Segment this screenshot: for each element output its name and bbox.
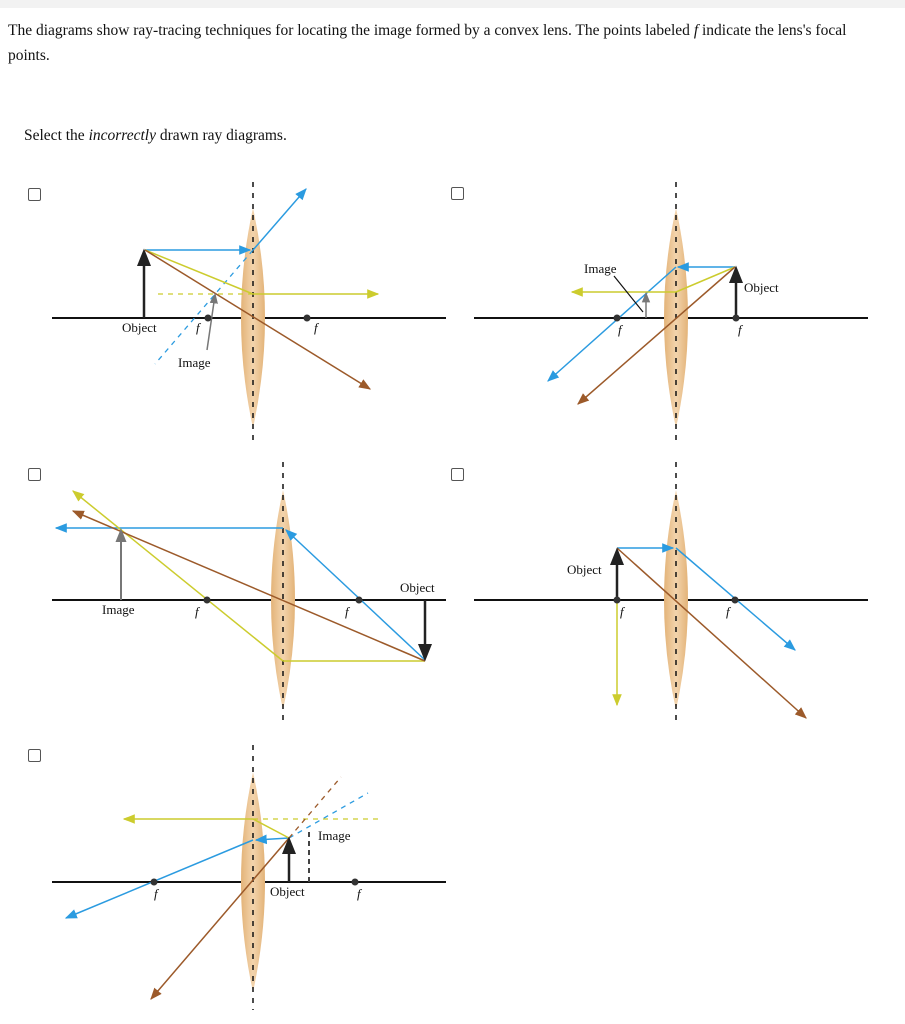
focal-point	[203, 596, 211, 604]
focal-label: f	[314, 320, 320, 335]
yellow-ray	[72, 490, 284, 662]
question-intro: The diagrams show ray-tracing techniques…	[8, 22, 847, 64]
blue-ray	[64, 839, 254, 919]
focal-point	[731, 596, 739, 604]
image-label: Image	[584, 261, 617, 276]
image-pointer	[613, 275, 644, 313]
brown-ray	[71, 510, 426, 662]
blue-ray	[285, 529, 426, 661]
brown-ray-extension	[288, 776, 342, 839]
focal-point	[613, 314, 621, 322]
image-label: Image	[178, 355, 211, 370]
lens	[664, 490, 688, 710]
focal-point	[150, 878, 158, 886]
checkbox-diagram-1[interactable]	[28, 188, 41, 201]
focal-label: f	[620, 604, 626, 619]
checkbox-diagram-2[interactable]	[451, 187, 464, 200]
object-label: Object	[270, 884, 305, 899]
image-arrow	[206, 292, 218, 351]
object-label: Object	[744, 280, 779, 295]
image-label: Image	[318, 828, 351, 843]
brown-ray	[150, 837, 290, 1000]
question-prompt: Select the incorrectly drawn ray diagram…	[24, 127, 287, 144]
checkbox-diagram-3[interactable]	[28, 468, 41, 481]
focal-label: f	[618, 322, 624, 337]
focal-label: f	[195, 604, 201, 619]
focal-point	[732, 314, 740, 322]
focal-label: f	[196, 320, 202, 335]
diagram-2: Image Object f f	[474, 182, 868, 442]
focal-point	[351, 878, 359, 886]
focal-point	[303, 314, 311, 322]
brown-ray	[144, 249, 372, 390]
focal-symbol: f	[693, 22, 699, 39]
checkbox-diagram-5[interactable]	[28, 749, 41, 762]
yellow-ray	[252, 818, 290, 839]
focal-label: f	[345, 604, 351, 619]
object-label: Object	[567, 562, 602, 577]
focal-label: f	[726, 604, 732, 619]
diagram-4: Object f f	[474, 462, 868, 724]
focal-label: f	[357, 886, 363, 901]
yellow-ray	[675, 266, 736, 293]
blue-ray	[252, 188, 307, 251]
focal-label: f	[738, 322, 744, 337]
object-label: Object	[122, 320, 157, 335]
top-bar	[0, 0, 905, 8]
blue-ray	[547, 266, 677, 382]
image-label: Image	[102, 602, 135, 617]
diagram-3: Image Object f f	[52, 462, 446, 724]
diagram-1: Object Image f f	[52, 182, 446, 442]
checkbox-diagram-4[interactable]	[451, 468, 464, 481]
focal-point	[355, 596, 363, 604]
brown-ray	[616, 547, 807, 719]
diagram-5: Image Object f f	[52, 745, 446, 1010]
focal-point	[613, 596, 621, 604]
focal-label: f	[154, 886, 160, 901]
object-label: Object	[400, 580, 435, 595]
brown-ray	[577, 266, 736, 405]
yellow-ray	[144, 249, 254, 295]
focal-point	[204, 314, 212, 322]
